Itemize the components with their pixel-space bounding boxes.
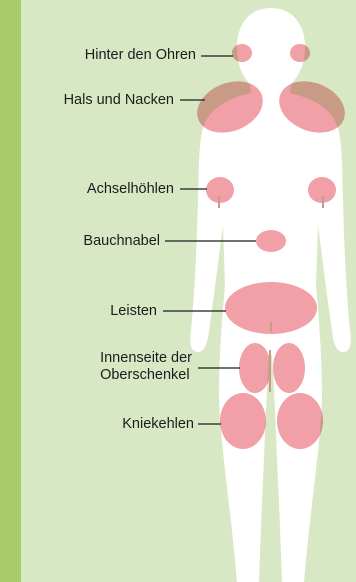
label-groin: Leisten bbox=[110, 303, 157, 320]
label-inner-thigh: Innenseite der Oberschenkel bbox=[100, 350, 192, 384]
label-knees: Kniekehlen bbox=[122, 416, 194, 433]
label-neck: Hals und Nacken bbox=[64, 92, 174, 109]
label-ears: Hinter den Ohren bbox=[85, 47, 196, 64]
zone-navel bbox=[256, 230, 286, 252]
label-inner-thigh-line1: Innenseite der bbox=[100, 350, 192, 367]
label-inner-thigh-line2: Oberschenkel bbox=[100, 367, 192, 384]
label-navel: Bauchnabel bbox=[83, 233, 160, 250]
label-armpits: Achselhöhlen bbox=[87, 181, 174, 198]
